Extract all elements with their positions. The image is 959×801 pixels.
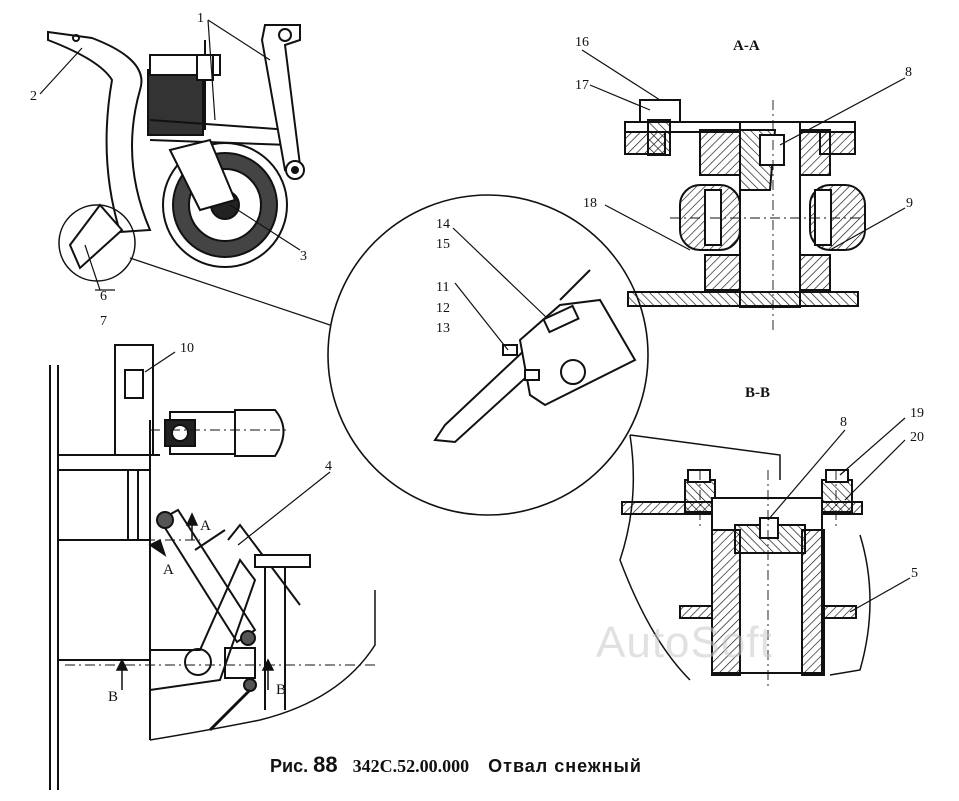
section-bb xyxy=(619,417,911,690)
caption-number: 88 xyxy=(313,752,338,777)
callout-12: 12 xyxy=(436,301,450,316)
view-mark-b-right: В xyxy=(276,682,287,698)
callout-5: 5 xyxy=(911,566,918,581)
figure-caption: Рис. 88 342С.52.00.000 Отвал снежный xyxy=(270,752,642,778)
callout-6: 6 xyxy=(100,289,107,304)
section-label-aa: А-А xyxy=(733,38,760,54)
figure-title: Отвал снежный xyxy=(488,756,642,776)
detail-view xyxy=(327,194,649,516)
view-mark-a-arrow: А xyxy=(200,518,211,534)
callout-18: 18 xyxy=(583,196,597,211)
side-view xyxy=(39,19,331,326)
callout-7: 7 xyxy=(100,314,107,329)
callout-8-bb: 8 xyxy=(840,415,847,430)
section-aa xyxy=(581,49,906,330)
callout-10: 10 xyxy=(180,341,194,356)
callout-16: 16 xyxy=(575,35,589,50)
callout-4: 4 xyxy=(325,459,332,474)
callout-13: 13 xyxy=(436,321,450,336)
callout-14: 14 xyxy=(436,217,450,232)
callout-1: 1 xyxy=(197,11,204,26)
callout-8: 8 xyxy=(905,65,912,80)
watermark: AutoSoft xyxy=(596,618,773,667)
drawing-code: 342С.52.00.000 xyxy=(352,756,470,776)
plan-view xyxy=(49,344,376,790)
view-mark-a-left: А xyxy=(163,562,174,578)
callout-17: 17 xyxy=(575,78,589,93)
callout-3: 3 xyxy=(300,249,307,264)
callout-19: 19 xyxy=(910,406,924,421)
caption-prefix: Рис. xyxy=(270,756,309,776)
callout-15: 15 xyxy=(436,237,450,252)
callout-11: 11 xyxy=(436,280,450,295)
callout-9: 9 xyxy=(906,196,913,211)
view-mark-b-left: В xyxy=(108,689,119,705)
section-label-bb: В-В xyxy=(745,385,771,401)
callout-2: 2 xyxy=(30,89,37,104)
callout-20: 20 xyxy=(910,430,924,445)
